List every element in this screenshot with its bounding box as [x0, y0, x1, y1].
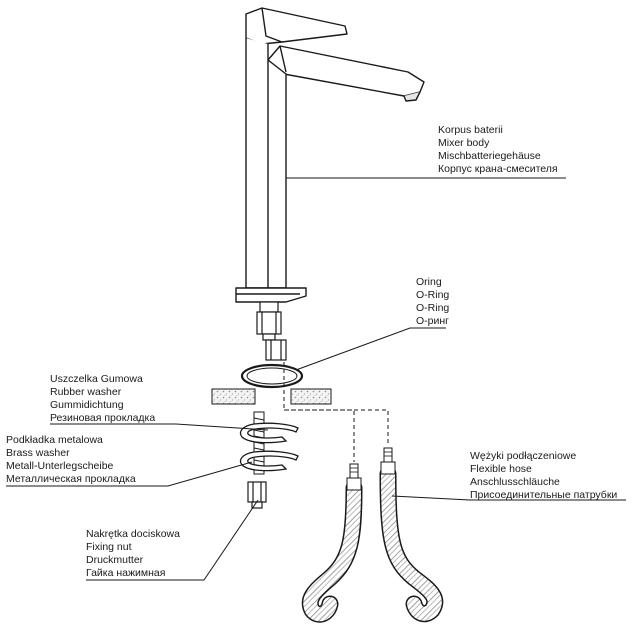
- label-rubber-washer: Uszczelka Gumowa Rubber washer Gummidich…: [50, 373, 155, 425]
- mixer-body: [235, 7, 425, 303]
- label-line: Gummidichtung: [50, 399, 124, 411]
- label-line: Metall-Unterlegscheibe: [6, 460, 114, 472]
- leader-rubber-washer: [50, 423, 269, 431]
- label-line: O-Ring: [416, 289, 450, 301]
- flexible-hose-left: [301, 463, 363, 623]
- body-connector: [256, 301, 287, 361]
- label-line: Fixing nut: [86, 541, 132, 553]
- label-line: Nakrętka dociskowa: [86, 528, 180, 540]
- label-line: O-Ring: [416, 302, 450, 314]
- label-oring: Oring O-Ring O-Ring O-ринг: [416, 276, 449, 328]
- label-brass-washer: Podkładka metalowa Brass washer Metall-U…: [6, 434, 136, 486]
- label-fixing-nut: Nakrętka dociskowa Fixing nut Druckmutte…: [86, 528, 180, 580]
- label-flexible-hose: Wężyki podłączeniowe Flexible hose Ansch…: [470, 450, 617, 502]
- leader-oring: [295, 327, 446, 371]
- label-line: Mixer body: [438, 137, 490, 149]
- label-line: Корпус крана-смесителя: [438, 163, 558, 175]
- leader-fixing-nut: [86, 499, 259, 581]
- leader-brass-washer: [6, 461, 253, 487]
- label-line: Oring: [416, 276, 442, 288]
- label-line: Металлическая прокладка: [6, 473, 136, 485]
- label-line: Присоединительные патрубки: [470, 489, 618, 501]
- label-line: Mischbatteriegehäuse: [438, 150, 541, 162]
- brass-washer-upper: [239, 422, 299, 444]
- leader-flexible-hose: [391, 495, 626, 501]
- label-mixer-body: Korpus baterii Mixer body Mischbatterieg…: [438, 124, 558, 176]
- label-line: Flexible hose: [470, 463, 532, 475]
- o-ring: [240, 363, 304, 389]
- label-line: Резиновая прокладка: [50, 412, 156, 424]
- label-line: Druckmutter: [86, 554, 144, 566]
- label-line: O-ринг: [416, 315, 449, 327]
- label-line: Podkładka metalowa: [6, 434, 103, 446]
- hose-routing-dashes: [283, 362, 389, 462]
- brass-washer-lower: [239, 450, 299, 472]
- rubber-washer: [211, 388, 332, 405]
- flexible-hose-right: [379, 447, 444, 623]
- label-line: Anschlusschläuche: [470, 476, 560, 488]
- label-line: Uszczelka Gumowa: [50, 373, 143, 385]
- label-line: Wężyki podłączeniowe: [470, 450, 577, 462]
- label-line: Brass washer: [6, 447, 70, 459]
- fixing-nut: [247, 481, 267, 509]
- leader-lines: [6, 177, 626, 581]
- label-line: Korpus baterii: [438, 124, 503, 136]
- label-line: Rubber washer: [50, 386, 122, 398]
- label-line: Гайка нажимная: [86, 567, 166, 579]
